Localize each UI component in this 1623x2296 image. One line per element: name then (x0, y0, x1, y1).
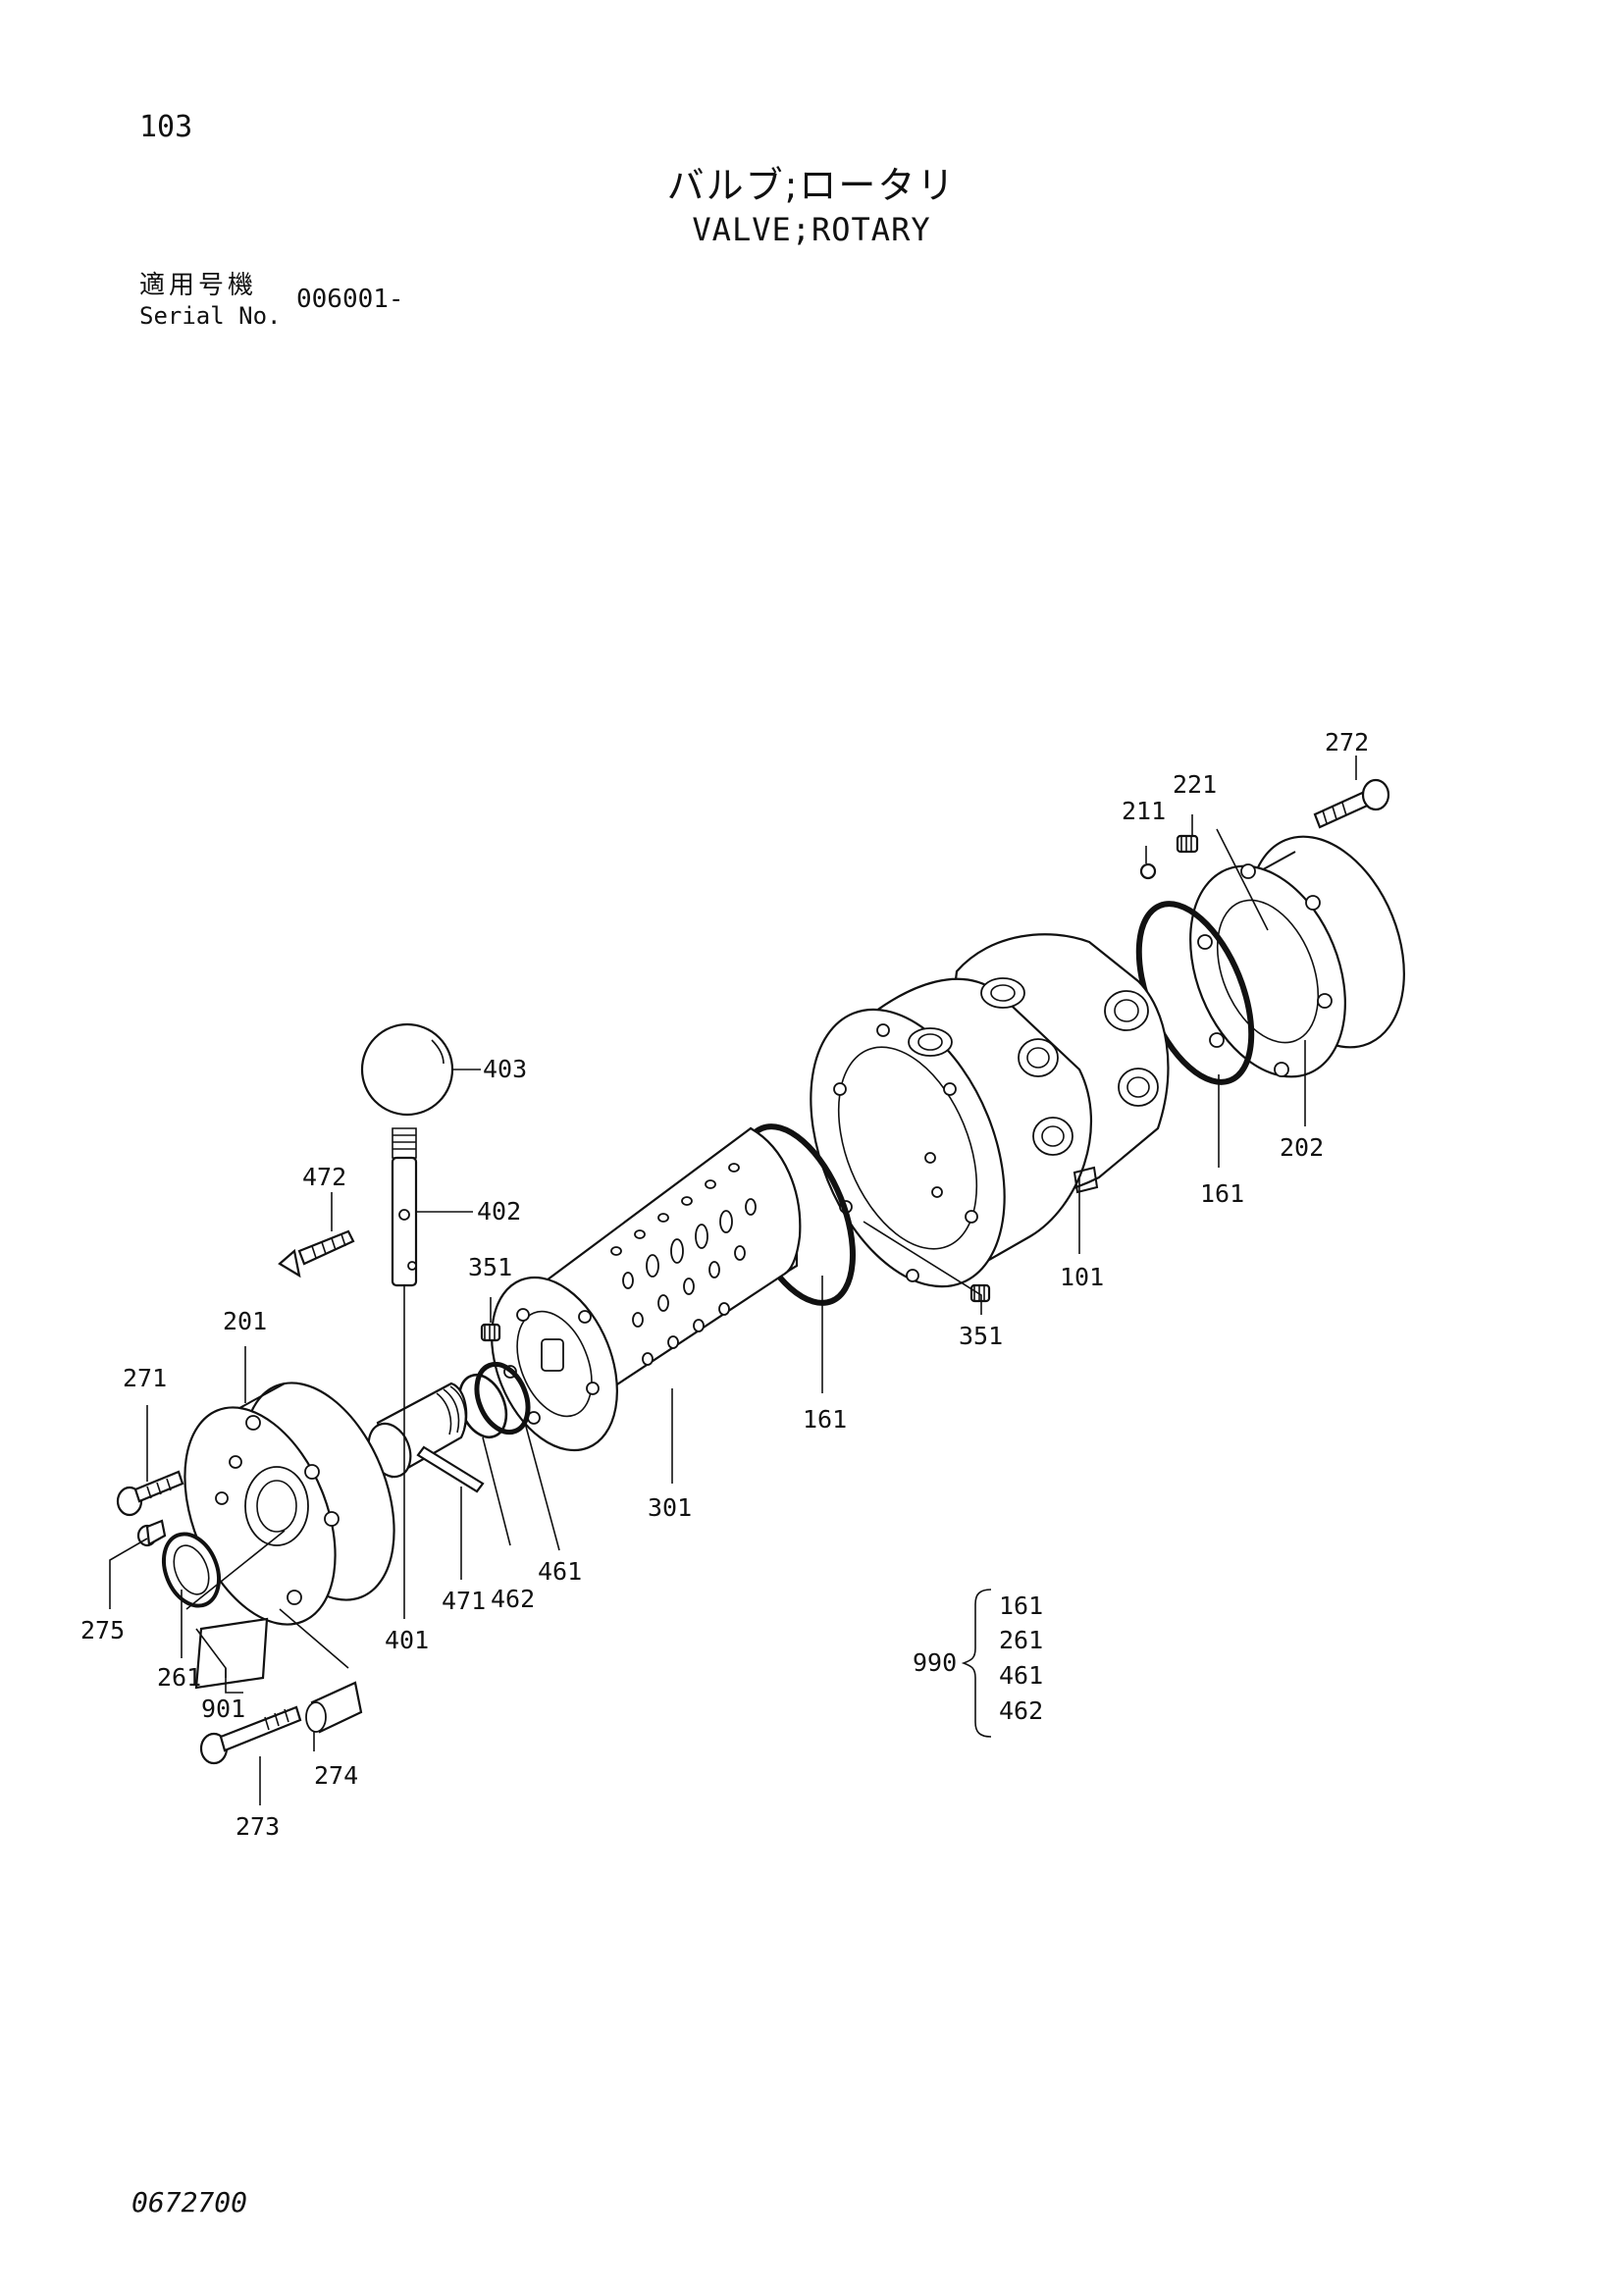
part-273-bolt (199, 1705, 302, 1765)
part-351-plug-lower (969, 1283, 991, 1303)
callout-351-upper: 351 (468, 1253, 512, 1281)
callout-402: 402 (477, 1197, 521, 1226)
callout-261: 261 (157, 1663, 201, 1692)
part-201-end-cover (183, 1382, 395, 1626)
serial-label-english: Serial No. (139, 302, 282, 330)
callout-161-middle: 161 (803, 1405, 847, 1434)
part-211-ball (1139, 862, 1157, 880)
part-461-o-ring (474, 1361, 531, 1435)
part-274-collar (305, 1681, 363, 1734)
serial-number-value: 006001- (296, 285, 404, 314)
callout-471: 471 (442, 1587, 486, 1615)
leader-lines (109, 756, 1357, 1805)
part-271-bolt (116, 1470, 184, 1517)
part-221-plug (1176, 834, 1199, 854)
callout-403: 403 (483, 1055, 527, 1083)
part-471-pin (416, 1445, 485, 1493)
kit-bracket (961, 1589, 992, 1738)
callout-271: 271 (123, 1364, 167, 1392)
callout-275: 275 (80, 1616, 125, 1644)
part-901-name-plate (194, 1617, 269, 1690)
title-japanese: バルブ;ロータリ (666, 164, 957, 207)
kit-item-462: 462 (999, 1696, 1043, 1725)
part-202-end-cover (1189, 835, 1405, 1078)
part-351-plug-upper (480, 1323, 501, 1342)
callout-901: 901 (201, 1695, 245, 1723)
part-261-seal (162, 1532, 221, 1608)
callout-472: 472 (302, 1163, 346, 1191)
page-number: 103 (139, 110, 193, 144)
callout-274: 274 (314, 1761, 358, 1790)
document-number: 0672700 (131, 2186, 248, 2218)
callout-351-lower: 351 (959, 1322, 1003, 1350)
part-472-wing-screw (278, 1229, 355, 1278)
callout-462: 462 (491, 1585, 535, 1613)
callout-161-right: 161 (1200, 1179, 1244, 1208)
callout-101: 101 (1060, 1263, 1104, 1291)
part-301-perforated-sleeve (491, 1126, 802, 1452)
part-402-rod (391, 1127, 418, 1287)
callout-221: 221 (1173, 770, 1217, 799)
kit-item-461: 461 (999, 1661, 1043, 1690)
callout-272: 272 (1325, 728, 1369, 757)
part-272-bolt (1313, 778, 1390, 829)
kit-item-161: 161 (999, 1592, 1043, 1620)
title-english: VALVE;ROTARY (692, 211, 931, 248)
callout-273: 273 (236, 1812, 280, 1841)
callout-461: 461 (538, 1557, 582, 1586)
callout-201: 201 (223, 1307, 267, 1335)
callout-202: 202 (1280, 1133, 1324, 1162)
callout-labels: 272 221 211 202 161 101 351 161 403 472 … (80, 728, 1369, 1841)
serial-label-japanese: 適用号機 (139, 271, 258, 300)
callout-401: 401 (385, 1626, 429, 1654)
part-403-ball (360, 1022, 454, 1117)
part-101-valve-body (810, 933, 1170, 1288)
kit-number-990: 990 (913, 1648, 957, 1677)
kit-item-261: 261 (999, 1626, 1043, 1654)
sleeve-perforations (610, 1163, 757, 1366)
callout-211: 211 (1122, 797, 1166, 825)
callout-301: 301 (648, 1493, 692, 1522)
